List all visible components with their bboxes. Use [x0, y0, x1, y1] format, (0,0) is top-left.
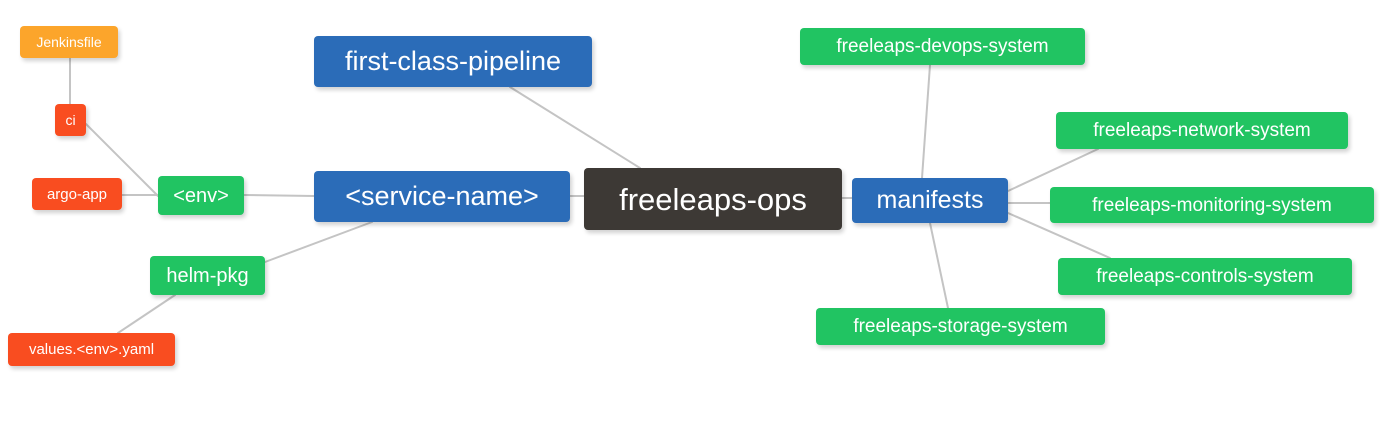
edge-manifests-to-freeleaps-controls-system — [1007, 212, 1111, 259]
node-first-class-pipeline[interactable]: first-class-pipeline — [314, 36, 592, 87]
edge-helm-pkg-to-values-yaml — [117, 294, 176, 334]
node-argo-app[interactable]: argo-app — [32, 178, 122, 210]
node-freeleaps-storage-system[interactable]: freeleaps-storage-system — [816, 308, 1105, 345]
node-helm-pkg[interactable]: helm-pkg — [150, 256, 265, 295]
node-freeleaps-controls-system[interactable]: freeleaps-controls-system — [1058, 258, 1352, 295]
edge-manifests-to-freeleaps-storage-system — [929, 222, 949, 309]
node-freeleaps-ops[interactable]: freeleaps-ops — [584, 168, 842, 230]
node-freeleaps-network-system[interactable]: freeleaps-network-system — [1056, 112, 1348, 149]
node-jenkinsfile[interactable]: Jenkinsfile — [20, 26, 118, 58]
edge-service-name-to-helm-pkg — [264, 221, 373, 263]
edge-env-to-service-name — [243, 194, 315, 197]
node-values-yaml[interactable]: values.<env>.yaml — [8, 333, 175, 366]
edge-first-class-pipeline-to-freeleaps-ops — [509, 86, 641, 169]
node-env[interactable]: <env> — [158, 176, 244, 215]
edge-ci-to-env — [85, 123, 159, 197]
edge-manifests-to-freeleaps-network-system — [1007, 148, 1099, 192]
node-freeleaps-monitoring-system[interactable]: freeleaps-monitoring-system — [1050, 187, 1374, 223]
node-manifests[interactable]: manifests — [852, 178, 1008, 223]
node-service-name[interactable]: <service-name> — [314, 171, 570, 222]
node-freeleaps-devops-system[interactable]: freeleaps-devops-system — [800, 28, 1085, 65]
edge-manifests-to-freeleaps-devops-system — [921, 64, 931, 179]
node-ci[interactable]: ci — [55, 104, 86, 136]
